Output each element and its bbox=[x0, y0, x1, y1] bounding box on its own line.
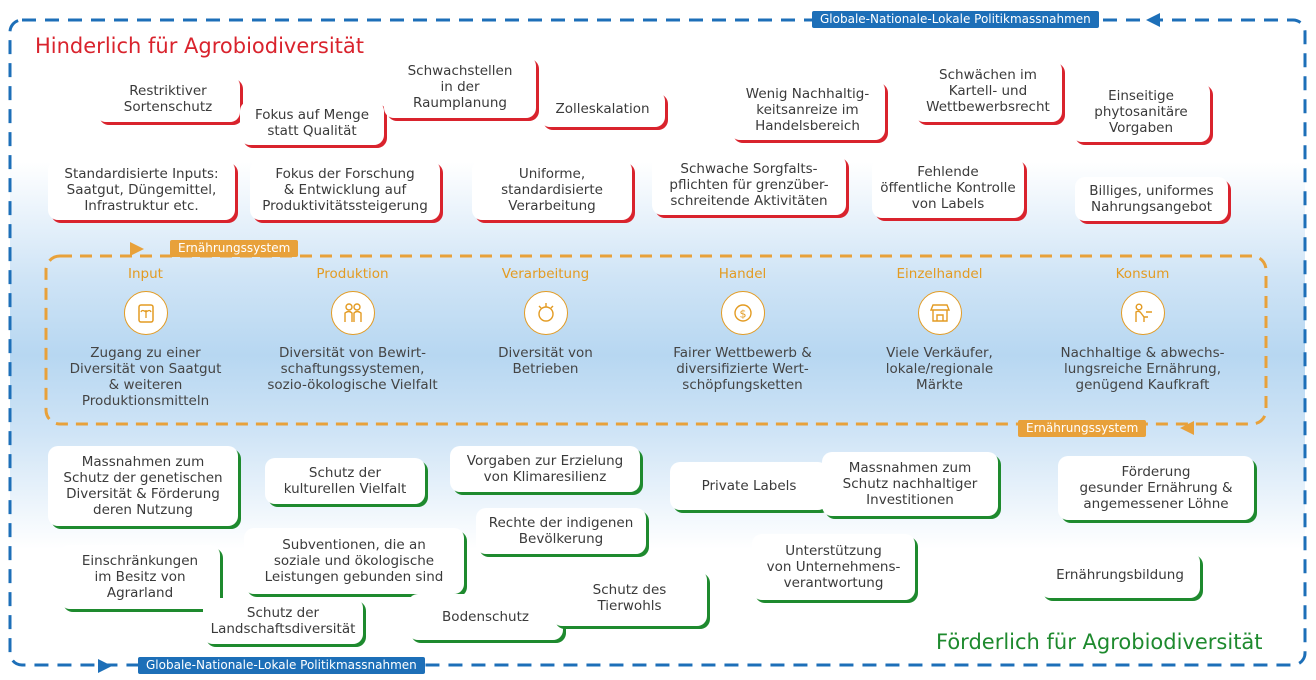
policy-label-top: Globale-Nationale-Lokale Politikmassnahm… bbox=[812, 11, 1099, 28]
stage-title: Input bbox=[128, 266, 163, 282]
stage-title: Produktion bbox=[316, 266, 389, 282]
policy-label-bottom: Globale-Nationale-Lokale Politikmassnahm… bbox=[138, 657, 425, 674]
food-system-label-bottom: Ernährungssystem bbox=[1018, 420, 1147, 437]
hindering-card: Zolleskalation bbox=[540, 91, 665, 127]
stage-description: Nachhaltige & abwechs- lungsreiche Ernäh… bbox=[1060, 345, 1225, 393]
promoting-card: Förderung gesunder Ernährung & angemesse… bbox=[1058, 456, 1254, 520]
stage-consumption: Konsum Nachhaltige & abwechs- lungsreich… bbox=[1045, 265, 1240, 393]
farmers-icon bbox=[330, 291, 375, 335]
stage-title: Einzelhandel bbox=[896, 266, 983, 282]
hindering-card: Restriktiver Sortenschutz bbox=[96, 76, 240, 122]
stage-description: Fairer Wettbewerb & diversifizierte Wert… bbox=[673, 345, 812, 393]
stage-title: Handel bbox=[718, 266, 767, 282]
promoting-card: Private Labels bbox=[670, 462, 828, 510]
promoting-card: Massnahmen zum Schutz der genetischen Di… bbox=[48, 446, 238, 526]
hindering-card: Billiges, uniformes Nahrungsangebot bbox=[1075, 177, 1228, 221]
promoting-card: Vorgaben zur Erzielung von Klimaresilien… bbox=[450, 446, 640, 492]
promoting-card: Ernährungsbildung bbox=[1040, 552, 1200, 598]
heading-promoting: Förderlich für Agrobiodiversität bbox=[936, 630, 1263, 654]
promoting-card: Bodenschutz bbox=[408, 594, 563, 640]
promoting-card: Schutz des Tierwohls bbox=[552, 570, 707, 626]
hindering-card: Fokus auf Menge statt Qualität bbox=[240, 101, 384, 145]
food-system-label-top: Ernährungssystem bbox=[170, 240, 299, 257]
promoting-card: Subventionen, die an soziale und ökologi… bbox=[244, 528, 464, 594]
stage-description: Diversität von Bewirt- schaftungssysteme… bbox=[267, 345, 438, 393]
consumer-icon bbox=[1120, 291, 1165, 335]
hindering-card: Einseitige phytosanitäre Vorgaben bbox=[1072, 82, 1210, 142]
svg-text:$: $ bbox=[739, 308, 746, 321]
market-stall-icon bbox=[917, 291, 962, 335]
hindering-card: Wenig Nachhaltig- keitsanreize im Handel… bbox=[730, 80, 885, 140]
stage-description: Zugang zu einer Diversität von Saatgut &… bbox=[69, 345, 222, 409]
heading-hindering: Hinderlich für Agrobiodiversität bbox=[35, 34, 365, 58]
promoting-card: Schutz der kulturellen Vielfalt bbox=[265, 458, 425, 504]
promoting-card: Massnahmen zum Schutz nachhaltiger Inves… bbox=[822, 452, 998, 516]
hindering-card: Schwachstellen in der Raumplanung bbox=[384, 56, 536, 118]
trade-dollar-icon: $ bbox=[720, 291, 765, 335]
hindering-card: Schwächen im Kartell- und Wettbewerbsrec… bbox=[914, 60, 1062, 122]
stage-trade: Handel $ Fairer Wettbewerb & diversifizi… bbox=[645, 265, 840, 393]
stage-title: Verarbeitung bbox=[501, 266, 590, 282]
stage-input: Input Zugang zu einer Diversität von Saa… bbox=[48, 265, 243, 409]
stage-description: Viele Verkäufer, lokale/regionale Märkte bbox=[885, 345, 994, 393]
seed-bag-icon bbox=[123, 291, 168, 335]
promoting-card: Rechte der indigenen Bevölkerung bbox=[476, 508, 646, 554]
hindering-card: Standardisierte Inputs: Saatgut, Düngemi… bbox=[48, 160, 235, 220]
stage-processing: Verarbeitung Diversität von Betrieben bbox=[448, 265, 643, 377]
hindering-card: Fokus der Forschung & Entwicklung auf Pr… bbox=[250, 160, 440, 220]
hindering-card: Uniforme, standardisierte Verarbeitung bbox=[472, 160, 632, 220]
stage-title: Konsum bbox=[1115, 266, 1170, 282]
promoting-card: Schutz der Landschaftsdiversität bbox=[203, 598, 363, 644]
stage-production: Produktion Diversität von Bewirt- schaft… bbox=[255, 265, 450, 393]
stage-retail: Einzelhandel Viele Verkäufer, lokale/reg… bbox=[842, 265, 1037, 393]
hindering-card: Schwache Sorgfalts- pflichten für grenzü… bbox=[652, 155, 846, 215]
stage-description: Diversität von Betrieben bbox=[498, 345, 593, 377]
processing-plant-icon bbox=[523, 291, 568, 335]
promoting-card: Unterstützung von Unternehmens- verantwo… bbox=[752, 534, 915, 600]
promoting-card: Einschränkungen im Besitz von Agrarland bbox=[60, 545, 220, 609]
hindering-card: Fehlende öffentliche Kontrolle von Label… bbox=[872, 158, 1024, 218]
